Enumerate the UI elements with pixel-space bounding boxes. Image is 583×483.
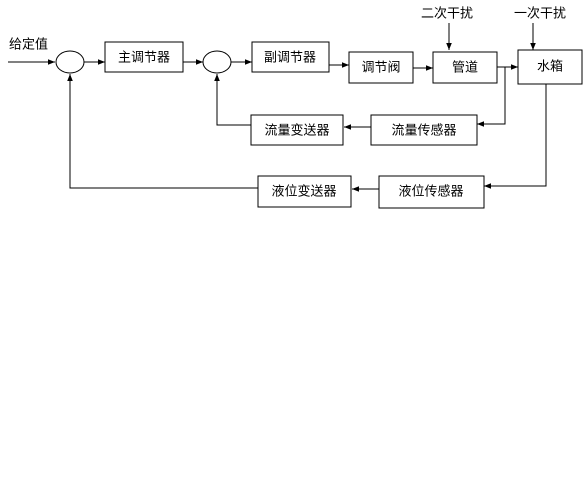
flow-sensor-block: 流量传感器: [370, 114, 478, 146]
main-controller-block: 主调节器: [104, 41, 184, 73]
level-sensor-block: 液位传感器: [378, 175, 485, 209]
flow-transmitter-to-sum2-arrow: [214, 74, 251, 126]
level-transmitter-to-sum1-arrow: [67, 74, 258, 189]
control-valve-block: 调节阀: [348, 51, 414, 84]
flow-feedback-tap: [477, 67, 506, 127]
pipeline-label: 管道: [452, 61, 478, 76]
primary-disturbance-label: 一次干扰: [514, 6, 566, 22]
flow-transmitter-label: 流量变送器: [264, 123, 329, 139]
secondary-controller-label: 副调节器: [264, 51, 316, 66]
level-transmitter-label: 液位变送器: [271, 184, 336, 200]
main-controller-label: 主调节器: [118, 51, 170, 66]
flow-sensor-label: 流量传感器: [391, 123, 456, 139]
secondary-controller-block: 副调节器: [251, 41, 330, 73]
summing-junction-outer: [55, 50, 85, 74]
secondary-disturbance-label: 二次干扰: [421, 6, 473, 22]
pipeline-block: 管道: [432, 51, 498, 84]
level-feedback-tap: [484, 84, 547, 189]
setpoint-label: 给定值: [9, 37, 48, 53]
flow-transmitter-block: 流量变送器: [250, 114, 344, 146]
water-tank-label: 水箱: [537, 59, 563, 75]
level-transmitter-block: 液位变送器: [257, 175, 352, 208]
control-valve-label: 调节阀: [361, 61, 400, 76]
water-tank-block: 水箱: [517, 49, 583, 85]
level-sensor-label: 液位传感器: [398, 184, 463, 200]
summing-junction-inner: [202, 50, 232, 74]
